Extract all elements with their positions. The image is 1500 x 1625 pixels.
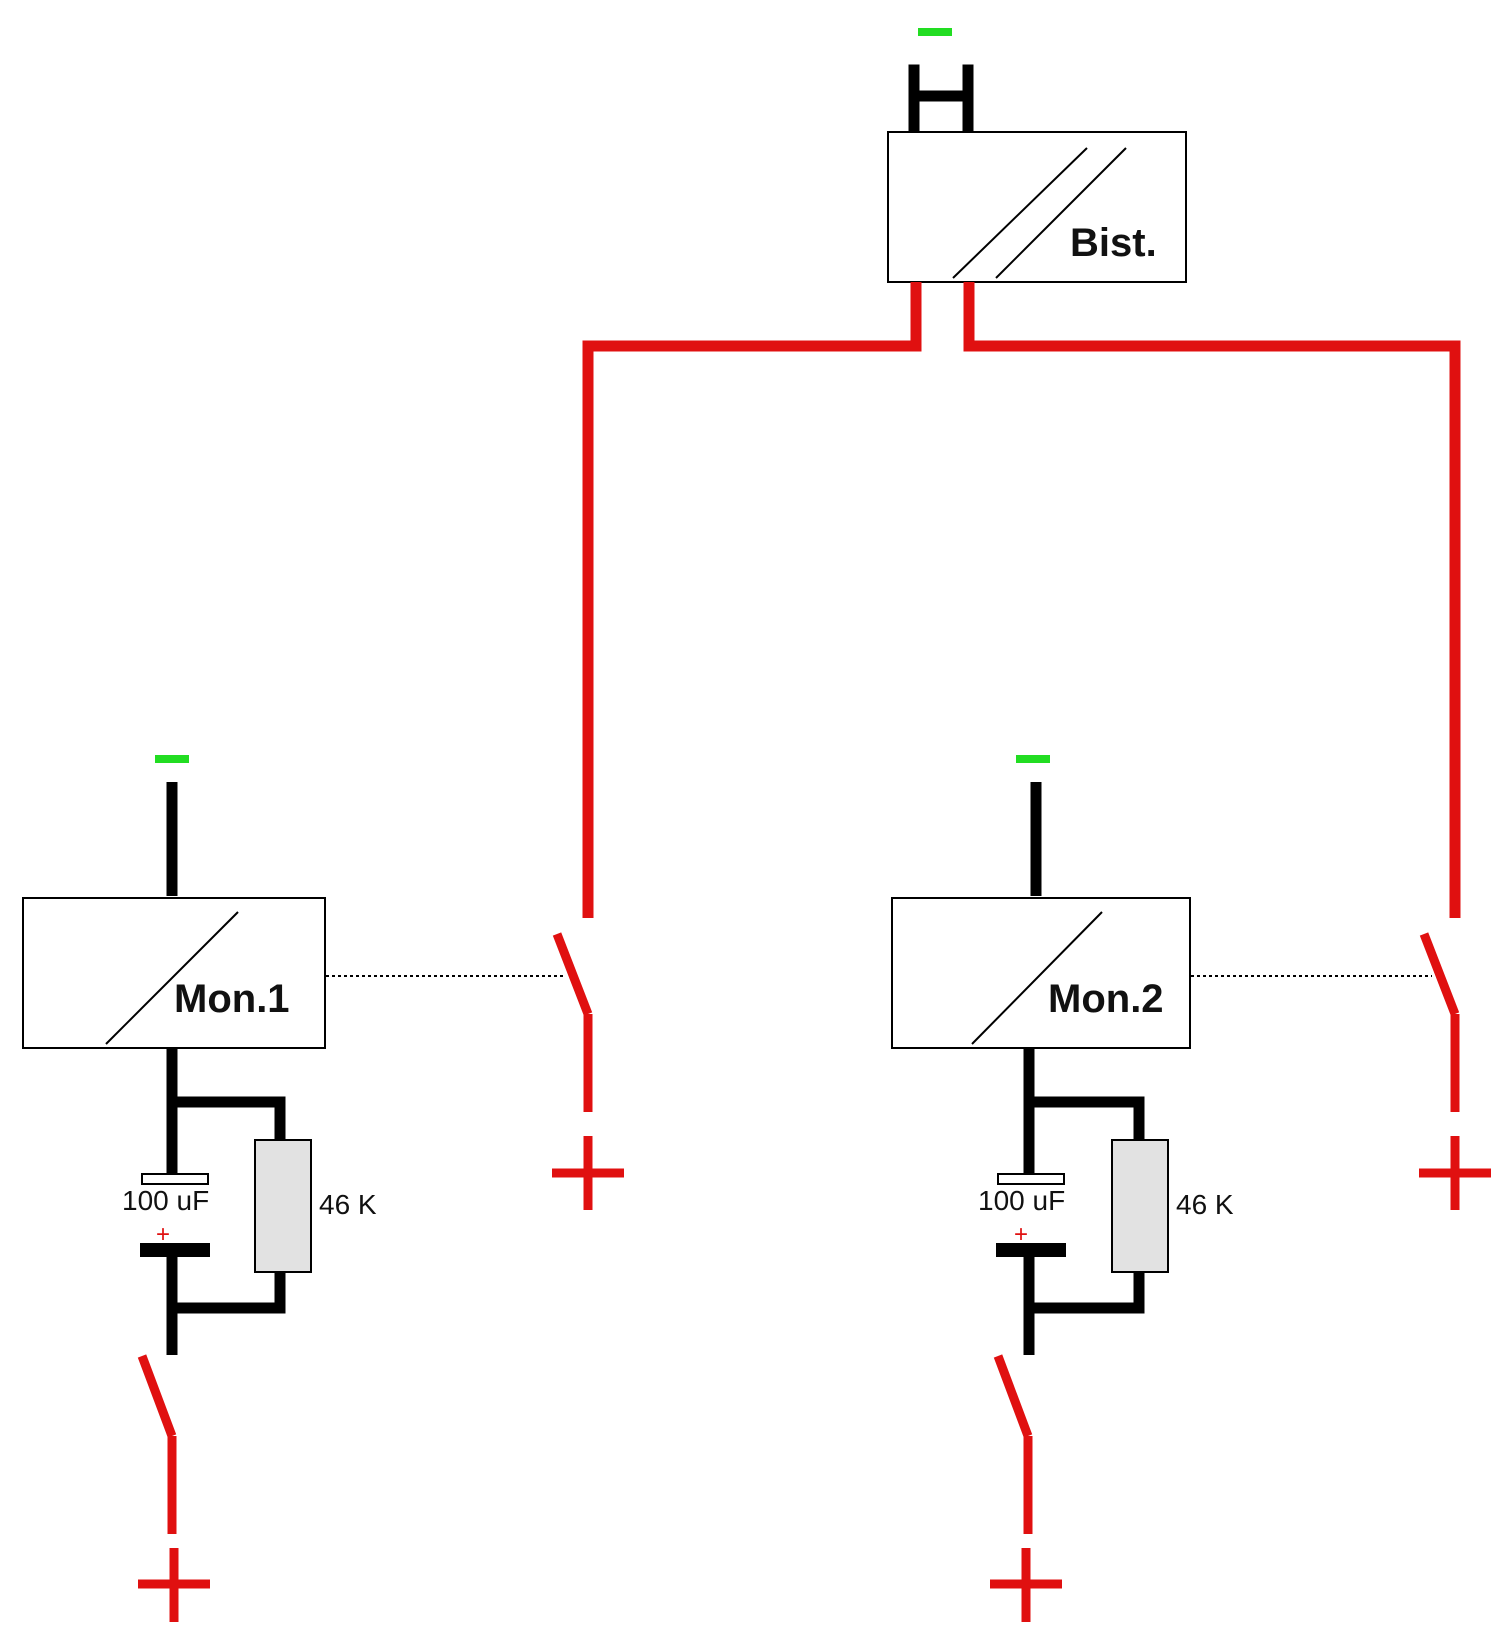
mono2-resistor (1111, 1139, 1169, 1273)
mono1-trigger-plus-terminal (138, 1548, 210, 1622)
mono2-rc-wiring (1023, 1048, 1145, 1355)
mono1-capacitor-polarity: + (156, 1221, 170, 1248)
mono1-resistor-value: 46 K (319, 1189, 377, 1220)
mono1-capacitor-value: 100 uF (122, 1185, 209, 1216)
mono1-rc-wiring (166, 1048, 286, 1355)
bistable-relay-slash-2 (995, 147, 1127, 279)
mono1-minus-terminal (155, 755, 189, 763)
bistable-relay-label: Bist. (1070, 221, 1157, 265)
mono2-capacitor-top-plate (997, 1173, 1065, 1185)
mono2-minus-terminal (1016, 755, 1050, 763)
mono2-capacitor-value: 100 uF (978, 1185, 1065, 1216)
mono2-relay-slash (971, 911, 1103, 1045)
bistable-relay-slash-1 (952, 147, 1088, 279)
mono1-capacitor-bottom-plate (140, 1243, 210, 1257)
mono1-contact-plus-terminal (552, 1136, 624, 1210)
mono2-contact-switch (1419, 932, 1460, 1112)
mono1-resistor (254, 1139, 312, 1273)
mono1-relay-box (22, 897, 326, 1049)
bistable-control-wires (582, 282, 1461, 918)
mono2-capacitor-bottom-plate (996, 1243, 1066, 1257)
mono1-contact-switch (552, 932, 593, 1112)
mono2-capacitor-polarity: + (1014, 1221, 1028, 1248)
mono1-relay-slash (105, 911, 239, 1045)
mono1-relay-label: Mon.1 (174, 977, 290, 1021)
bistable-minus-terminal (918, 28, 952, 36)
mono2-relay-label: Mon.2 (1048, 977, 1164, 1021)
mono2-trigger-switch (993, 1354, 1033, 1534)
mono2-relay-box (891, 897, 1191, 1049)
mono1-trigger-switch (137, 1354, 177, 1534)
mono2-contact-plus-terminal (1419, 1136, 1491, 1210)
bistable-coil-wiring (908, 64, 974, 138)
mono2-trigger-plus-terminal (990, 1548, 1062, 1622)
mono2-resistor-value: 46 K (1176, 1189, 1234, 1220)
bistable-relay-box (887, 131, 1187, 283)
mono1-capacitor-top-plate (141, 1173, 209, 1185)
